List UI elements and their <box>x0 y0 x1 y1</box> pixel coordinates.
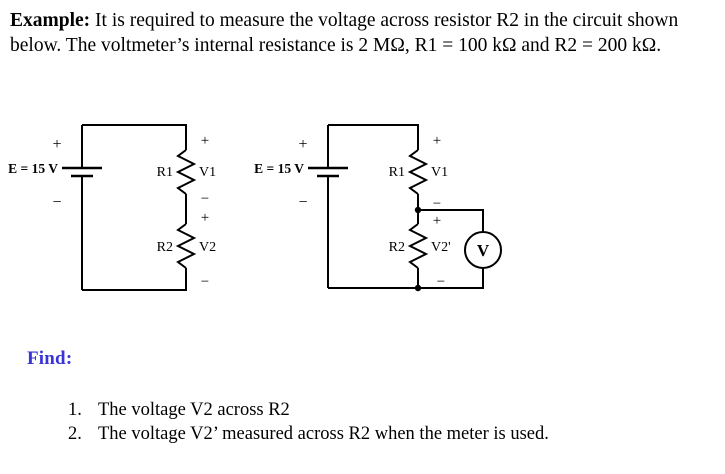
c2-resistor-r1-symbol <box>407 149 429 195</box>
voltmeter-letter: V <box>477 241 490 260</box>
c2-v1-plus: + <box>433 133 441 149</box>
c2-resistor-r2-symbol <box>407 223 429 269</box>
c2-source-plus: + <box>298 136 307 153</box>
c2-r1-label: R1 <box>389 165 405 180</box>
c2-r2-label: R2 <box>389 240 405 255</box>
example-body: It is required to measure the voltage ac… <box>10 10 679 56</box>
c2-meter-lead-bottom <box>418 268 484 289</box>
c2-v2prime-minus: − <box>437 274 445 290</box>
find-heading: Find: <box>27 348 73 369</box>
voltmeter-symbol <box>464 231 502 269</box>
c2-source-label: E = 15 V <box>254 161 304 176</box>
find-list-item: 1. The voltage V2 across R2 <box>68 398 708 422</box>
c2-v2prime-plus: + <box>433 213 441 229</box>
c1-source-label: E = 15 V <box>8 161 58 176</box>
find-item-text: The voltage V2 across R2 <box>98 400 290 420</box>
junction-dot-top <box>414 206 422 214</box>
c1-v2-plus: + <box>201 210 209 226</box>
resistor-r1-symbol <box>175 149 197 195</box>
junction-dot-bottom <box>414 284 422 292</box>
c1-v2-minus: − <box>201 274 209 290</box>
c2-meter-lead-top <box>418 209 484 232</box>
c2-wire-top <box>328 124 419 150</box>
circuit-diagrams: E = 15 V + − R1 V1 + − R2 V2 + − <box>0 108 725 313</box>
c2-v1-label: V1 <box>431 165 448 180</box>
c2-v2prime-label: V2' <box>431 240 451 255</box>
example-label: Example: <box>10 10 91 31</box>
example-paragraph: Example: It is required to measure the v… <box>10 8 718 58</box>
wire-bottom <box>82 268 187 291</box>
c1-v2-label: V2 <box>199 240 216 255</box>
c1-r2-label: R2 <box>157 240 173 255</box>
c1-source-minus: − <box>52 194 61 211</box>
wire-top-left <box>82 124 187 150</box>
find-item-number: 1. <box>68 400 82 420</box>
c1-r1-label: R1 <box>157 165 173 180</box>
find-item-number: 2. <box>68 424 82 444</box>
c1-v1-plus: + <box>201 133 209 149</box>
find-list-item: 2. The voltage V2’ measured across R2 wh… <box>68 422 708 446</box>
find-item-text: The voltage V2’ measured across R2 when … <box>98 424 549 444</box>
c2-v1-minus: − <box>433 196 441 212</box>
circuits-svg: E = 15 V + − R1 V1 + − R2 V2 + − <box>8 124 502 292</box>
find-list: 1. The voltage V2 across R2 2. The volta… <box>68 398 708 446</box>
c1-source-plus: + <box>52 136 61 153</box>
c1-v1-label: V1 <box>199 165 216 180</box>
resistor-r2-symbol <box>175 223 197 269</box>
c2-wire-bottom <box>328 268 419 289</box>
c1-v1-minus: − <box>201 191 209 207</box>
circuit-without-meter: E = 15 V + − R1 V1 + − R2 V2 + − <box>8 124 216 291</box>
circuit-with-meter: V E = 15 V + − R1 V1 + − R2 V2' + − <box>254 124 502 292</box>
c2-source-minus: − <box>298 194 307 211</box>
